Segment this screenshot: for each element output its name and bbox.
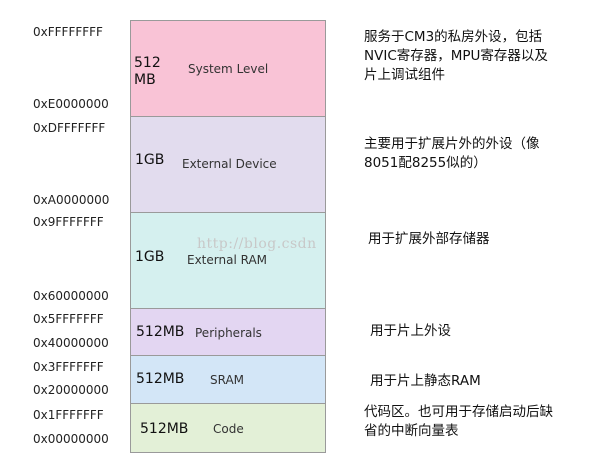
address-label: 0x40000000: [33, 336, 109, 350]
address-label: 0x60000000: [33, 289, 109, 303]
address-label: 0xDFFFFFFF: [33, 121, 106, 135]
address-label: 0x00000000: [33, 432, 109, 446]
region-code: 512MB Code: [130, 403, 326, 453]
region-name: External RAM: [187, 253, 268, 267]
region-name: Code: [213, 422, 244, 436]
region-size: 1GB: [135, 249, 165, 265]
region-name: SRAM: [210, 373, 245, 387]
region-name: External Device: [182, 157, 277, 171]
address-label: 0x5FFFFFFF: [33, 312, 104, 326]
watermark-text: http://blog.csdn: [197, 236, 317, 252]
region-external-device: 1GB External Device: [130, 116, 326, 213]
region-size: 512MB: [140, 421, 189, 437]
address-label: 0x9FFFFFFF: [33, 215, 104, 229]
address-label: 0xA0000000: [33, 193, 110, 207]
region-name: System Level: [188, 62, 269, 76]
region-description: 用于片上外设: [370, 323, 451, 339]
region-description: 服务于CM3的私房外设，包括NVIC寄存器，MPU寄存器以及片上调试组件: [364, 29, 548, 83]
region-sram: 512MB SRAM: [130, 355, 326, 404]
region-size: 512 MB: [134, 55, 161, 88]
address-label: 0xFFFFFFFF: [33, 25, 103, 39]
region-external-ram: 1GB External RAM: [130, 212, 326, 309]
address-label: 0xE0000000: [33, 97, 109, 111]
region-description: 用于扩展外部存储器: [368, 231, 490, 247]
region-size: 1GB: [135, 152, 165, 168]
region-size: 512MB: [136, 324, 185, 340]
address-label: 0x3FFFFFFF: [33, 360, 104, 374]
region-description: 用于片上静态RAM: [370, 373, 481, 389]
address-label: 0x1FFFFFFF: [33, 408, 104, 422]
region-description: 代码区。也可用于存储启动后缺省的中断向量表: [364, 404, 553, 439]
address-label: 0x20000000: [33, 383, 109, 397]
region-description: 主要用于扩展片外的外设（像8051配8255似的）: [364, 136, 540, 171]
region-name: Peripherals: [195, 326, 262, 340]
region-system-level: 512 MB System Level: [130, 20, 326, 117]
region-size: 512MB: [136, 371, 185, 387]
region-peripherals: 512MB Peripherals: [130, 308, 326, 356]
